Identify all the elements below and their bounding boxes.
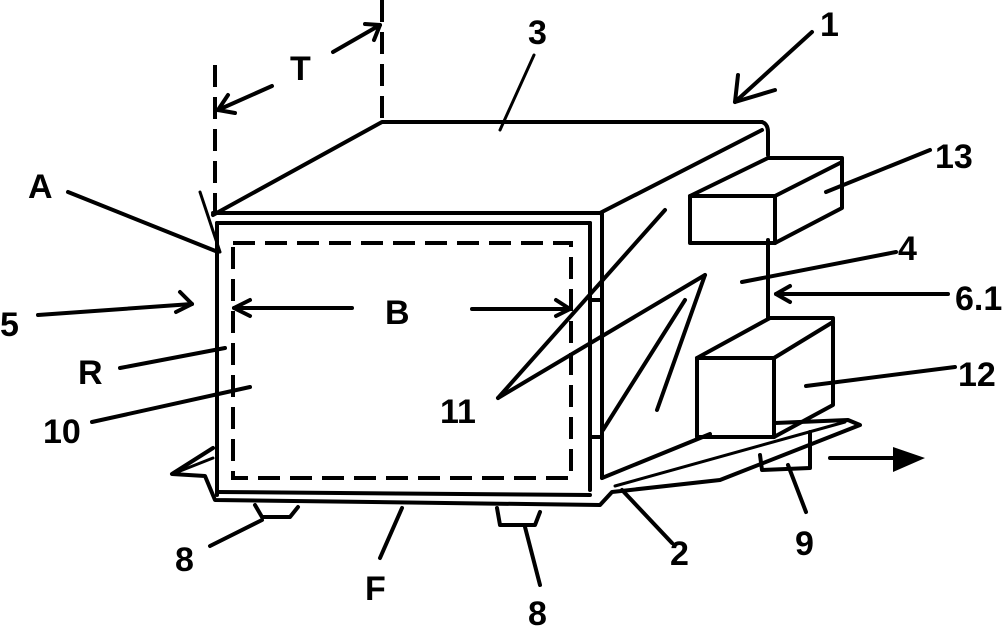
arrowhead-icon: [733, 73, 777, 104]
label-4: 4: [898, 230, 917, 268]
leader-4: [740, 250, 898, 284]
label-T: T: [290, 50, 311, 88]
arrowhead-icon: [216, 93, 237, 115]
leader-13: [824, 148, 932, 194]
label-A: A: [28, 168, 53, 206]
leader-5: [36, 302, 194, 317]
base-plate-rim: [613, 420, 847, 488]
arrowhead-icon: [774, 284, 792, 304]
box-12-top-side: [695, 316, 835, 439]
label-10: 10: [43, 413, 81, 451]
leader-A: [198, 190, 222, 254]
leader-2: [620, 488, 674, 545]
top-face-corner: [760, 120, 770, 157]
leader-3: [498, 53, 536, 132]
leader-8a: [208, 518, 264, 548]
leader-8b: [523, 525, 542, 587]
front-frame-bottom: [215, 490, 592, 497]
label-8-left: 8: [175, 541, 194, 579]
leader-10: [90, 385, 252, 424]
roller-right: [758, 430, 812, 472]
label-3: 3: [528, 14, 547, 52]
box-13-front: [688, 194, 777, 245]
leader-F: [378, 506, 404, 560]
label-11: 11: [440, 393, 476, 431]
label-F: F: [365, 570, 386, 608]
label-6-1: 6.1: [955, 280, 1003, 318]
label-B: B: [385, 294, 410, 332]
base-plate: [170, 418, 862, 507]
leader-11a: [496, 208, 667, 400]
label-1: 1: [820, 6, 839, 44]
roller-middle: [495, 506, 542, 527]
box-12-top-edge: [772, 320, 835, 360]
label-9: 9: [795, 525, 814, 563]
label-2: 2: [670, 535, 689, 573]
arrowhead-icon: [554, 298, 572, 318]
leader-R: [118, 346, 227, 370]
label-8-bottom: 8: [528, 595, 547, 633]
dimension-t-arrow-right: [331, 23, 382, 54]
top-right-edge: [598, 128, 764, 215]
dimension-t-arrow-left: [216, 84, 274, 112]
arrowhead-icon: [174, 290, 194, 314]
box-13-top-side: [688, 156, 844, 245]
leader-A-line: [66, 190, 220, 254]
leader-1: [733, 30, 814, 104]
arrowhead-icon: [232, 298, 252, 318]
movement-arrow-icon: [893, 447, 925, 472]
box-12-front: [695, 356, 776, 439]
leader-11c: [655, 273, 707, 412]
leader-11b: [496, 273, 707, 400]
label-13: 13: [935, 138, 973, 176]
roller-left: [253, 503, 300, 519]
box-13-top-edge: [773, 160, 844, 198]
opening-outline: [231, 241, 573, 480]
label-5: 5: [0, 306, 19, 344]
leader-11d: [601, 298, 687, 432]
label-12: 12: [958, 356, 996, 394]
leader-9: [786, 463, 808, 514]
base-plate-edge: [600, 432, 712, 480]
arrowhead-icon: [363, 22, 382, 42]
top-face-edge: [211, 120, 764, 217]
leader-12: [804, 365, 957, 388]
label-R: R: [78, 354, 103, 392]
base-plate-rim-left: [173, 456, 215, 475]
